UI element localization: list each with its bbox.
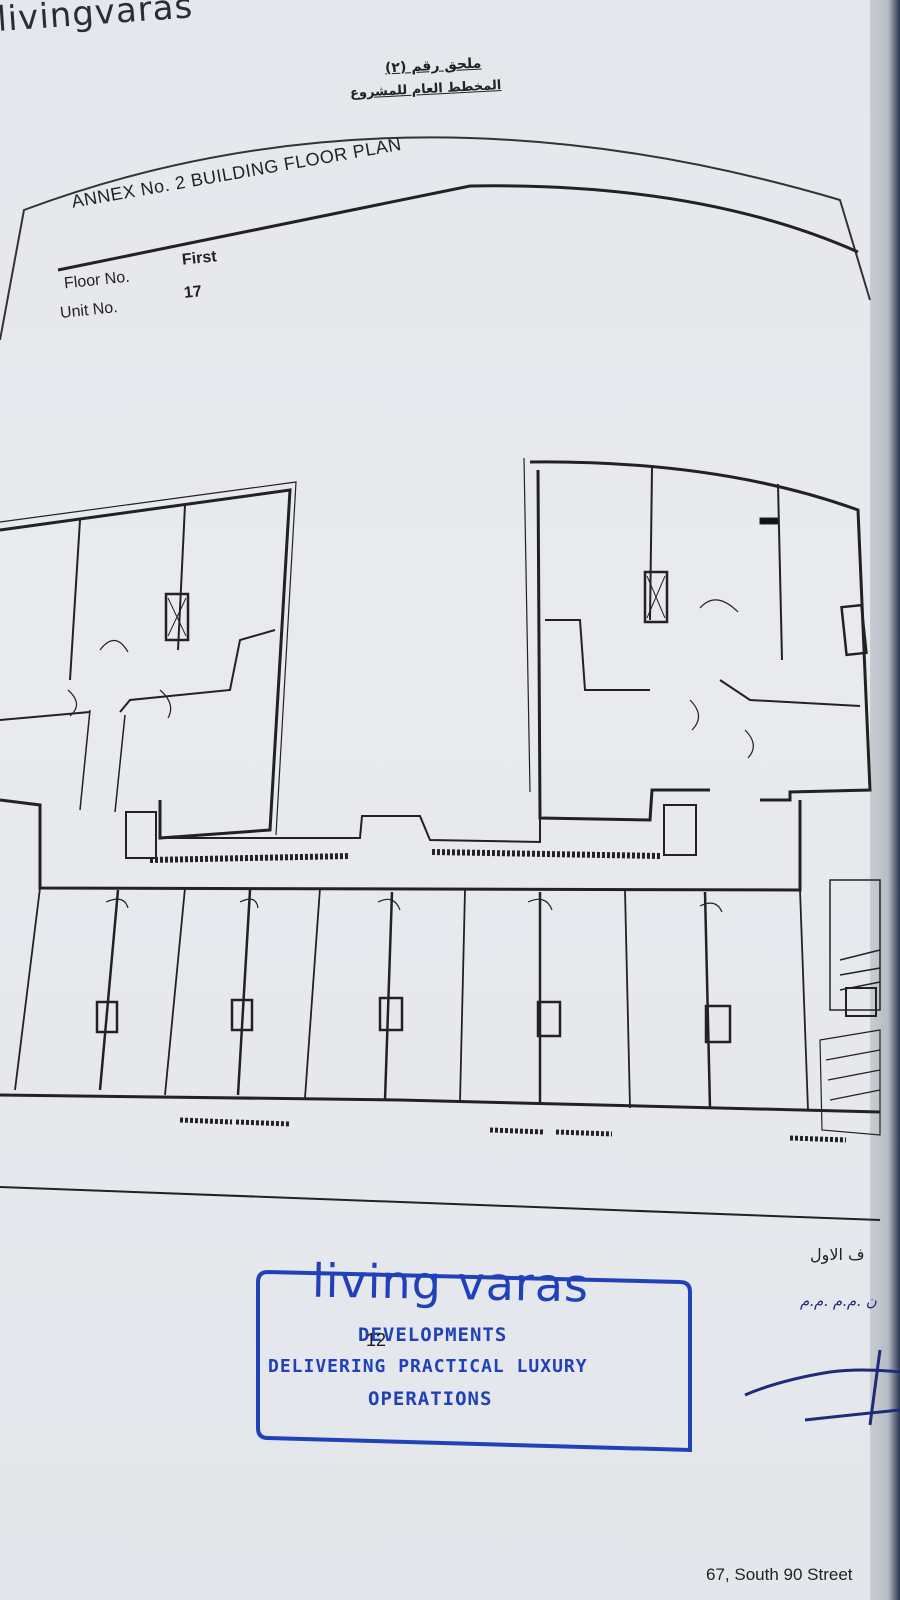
title-underline	[57, 184, 859, 272]
signature-name: ن .م.م .م.م	[800, 1292, 877, 1310]
page-edge	[870, 0, 900, 1600]
stamp-line-developments: DEVELOPMENTS	[358, 1324, 508, 1346]
corridor	[0, 798, 802, 892]
title-frame	[0, 136, 871, 341]
document-page	[0, 0, 870, 1600]
section-divider	[0, 1186, 881, 1221]
shop-units	[0, 887, 881, 1143]
signature-party-label: ف الاول	[810, 1245, 865, 1264]
page-number: 12	[366, 1330, 387, 1350]
right-wing	[523, 457, 872, 822]
floor-value: First	[181, 248, 218, 269]
stamp-line-tagline: DELIVERING PRACTICAL LUXURY	[268, 1356, 588, 1377]
stamp-border	[256, 1269, 692, 1453]
left-wing	[0, 481, 297, 840]
stamp-line-operations: OPERATIONS	[368, 1388, 493, 1410]
unit-value: 17	[183, 283, 203, 302]
stamp-brand: living varas	[311, 1253, 590, 1313]
company-stamp: living varas DEVELOPMENTS DELIVERING PRA…	[258, 1250, 678, 1430]
stair-core	[829, 879, 881, 1017]
footer-address: 67, South 90 Street	[706, 1565, 853, 1584]
signature-scribble	[744, 1349, 900, 1426]
